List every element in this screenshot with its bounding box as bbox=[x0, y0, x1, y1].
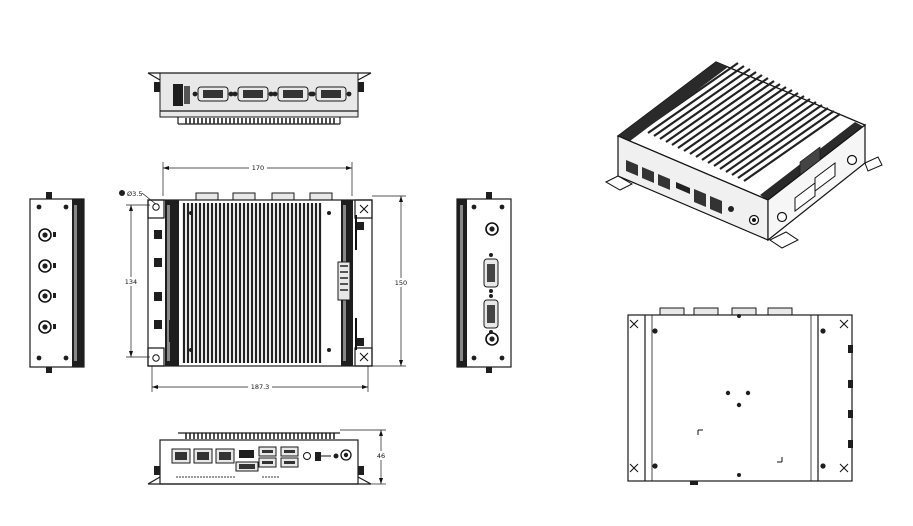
isometric-view bbox=[604, 61, 883, 249]
dimension-width-top-label: 170 bbox=[252, 164, 264, 172]
ethernet-ports bbox=[171, 448, 235, 464]
vertical-db9-ports bbox=[483, 253, 499, 334]
misc-controls bbox=[303, 449, 352, 461]
iso-side-ports bbox=[776, 146, 858, 223]
top-view: 170 Ø3.5 bbox=[119, 162, 408, 392]
com-port-2 bbox=[232, 86, 274, 102]
dimension-depth: 46 bbox=[340, 429, 388, 485]
com-port-1 bbox=[192, 86, 234, 102]
usb-ports bbox=[258, 446, 299, 468]
left-side-connectors bbox=[154, 230, 162, 329]
dimension-height-left: 134 bbox=[124, 204, 150, 358]
dimension-height-right: 150 bbox=[372, 195, 408, 367]
dimension-height-left-label: 134 bbox=[125, 278, 137, 286]
dimension-width-bottom-label: 187.3 bbox=[251, 383, 270, 391]
com-port-4 bbox=[310, 86, 352, 102]
bottom-view bbox=[627, 307, 853, 485]
power-connector bbox=[173, 84, 190, 106]
com-port-3 bbox=[272, 86, 314, 102]
antenna-connectors bbox=[38, 228, 56, 334]
right-side-view bbox=[456, 192, 512, 373]
top-connectors bbox=[195, 192, 333, 201]
bottom-top-connectors bbox=[659, 307, 793, 316]
front-panel-view: 46 bbox=[147, 429, 388, 485]
dimension-width-bottom: 187.3 bbox=[151, 366, 369, 392]
hole-callout: Ø3.5 bbox=[119, 190, 158, 206]
rear-panel-view bbox=[147, 72, 372, 125]
hole-diameter-label: Ø3.5 bbox=[127, 190, 142, 198]
dimension-depth-label: 46 bbox=[377, 452, 385, 460]
left-side-view bbox=[29, 192, 85, 373]
heatsink-fins bbox=[181, 202, 339, 364]
dimension-height-right-label: 150 bbox=[395, 279, 407, 287]
video-ports bbox=[235, 450, 259, 472]
iso-front-ports bbox=[626, 160, 760, 226]
dimension-width-top: 170 bbox=[162, 162, 353, 196]
